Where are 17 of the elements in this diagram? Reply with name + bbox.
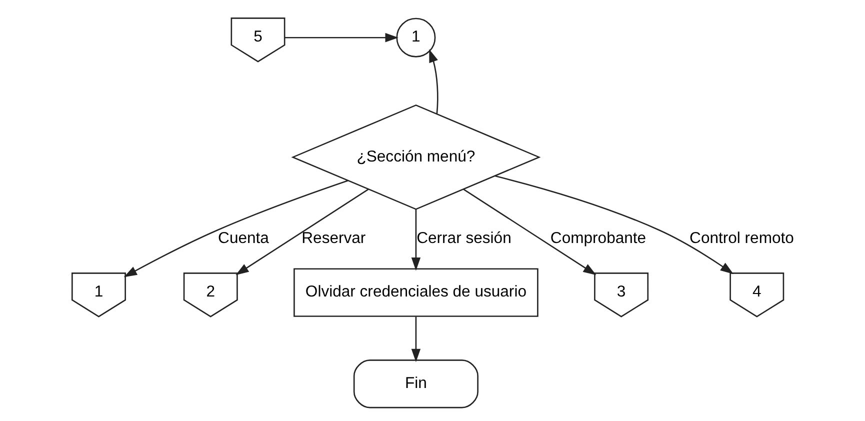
arrow xyxy=(410,316,420,362)
node-diamond: ¿Sección menú? xyxy=(290,104,540,210)
arrow xyxy=(123,180,348,278)
arrow xyxy=(410,209,420,271)
node-circle: 1 xyxy=(396,18,436,58)
arrow xyxy=(462,188,596,276)
edge-label: Control remoto xyxy=(689,230,794,247)
arrow xyxy=(235,188,368,276)
edge-label: Comprobante xyxy=(550,230,646,247)
arrow xyxy=(284,32,398,42)
node-box: Olvidar credenciales de usuario xyxy=(293,268,538,317)
arrow xyxy=(428,49,438,114)
arrow xyxy=(494,175,734,274)
edge-label: Cerrar sesión xyxy=(416,230,511,247)
edge-label: Reservar xyxy=(301,230,366,247)
edge-label: Cuenta xyxy=(218,230,268,247)
node-box: Fin xyxy=(352,360,478,408)
